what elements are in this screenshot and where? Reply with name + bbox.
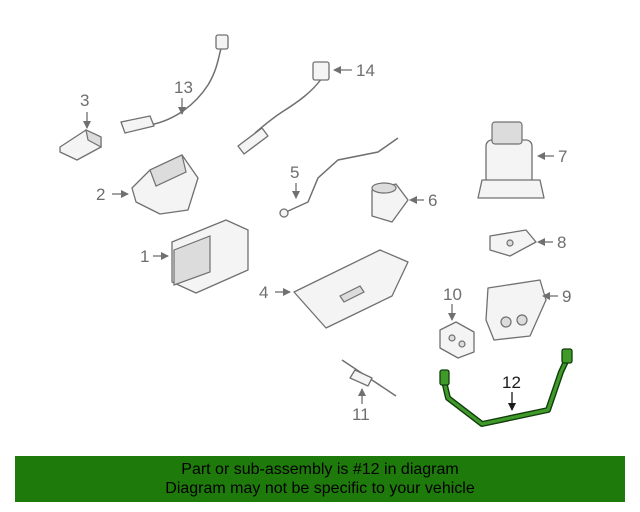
notice-banner: Part or sub-assembly is #12 in diagram D…	[15, 456, 625, 502]
callout-7: 7	[558, 147, 567, 166]
callout-5: 5	[290, 163, 299, 182]
part-2-bracket[interactable]	[112, 154, 199, 215]
part-13-oxygen-sensor[interactable]	[120, 34, 229, 134]
callout-6: 6	[428, 191, 437, 210]
callout-1: 1	[140, 247, 149, 266]
callout-2: 2	[96, 185, 105, 204]
part-7-egr-valve[interactable]	[477, 121, 554, 199]
part-14-oxygen-sensor[interactable]	[237, 61, 352, 155]
part-5-tube[interactable]	[279, 137, 399, 218]
callout-4: 4	[259, 283, 268, 302]
callout-9: 9	[562, 287, 571, 306]
callout-11: 11	[352, 405, 370, 424]
part-11-temp-sensor[interactable]	[341, 359, 397, 404]
part-9-adapter[interactable]	[485, 279, 558, 341]
part-8-gasket[interactable]	[489, 229, 553, 257]
callout-12: 12	[502, 373, 521, 392]
part-3-sensor[interactable]	[59, 112, 102, 161]
callout-8: 8	[557, 233, 566, 252]
callout-13: 13	[174, 78, 193, 97]
part-6-solenoid[interactable]	[371, 182, 424, 223]
part-1-canister[interactable]	[153, 219, 249, 294]
callout-14: 14	[356, 61, 375, 80]
notice-line-1: Part or sub-assembly is #12 in diagram	[181, 461, 459, 478]
part-4-shield[interactable]	[275, 249, 409, 329]
callout-3: 3	[80, 91, 89, 110]
part-12-egr-tube[interactable]	[439, 348, 573, 427]
notice-line-2: Diagram may not be specific to your vehi…	[165, 480, 475, 497]
callout-10: 10	[443, 285, 462, 304]
part-10-gasket[interactable]	[439, 304, 475, 359]
parts-diagram: 3 13 14 2 1 5 6	[59, 34, 573, 427]
